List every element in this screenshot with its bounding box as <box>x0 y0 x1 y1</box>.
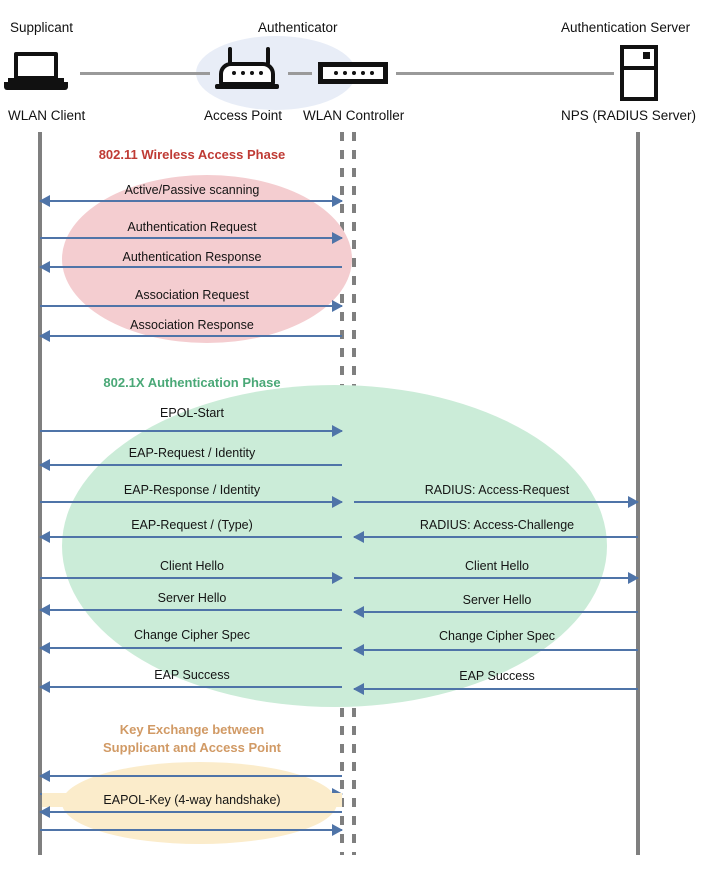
phase-highlight-80211 <box>62 175 352 343</box>
message-label: EPOL-Start <box>160 406 224 420</box>
message-arrow <box>40 572 343 584</box>
phase-label-key-exchange-line2: Supplicant and Access Point <box>103 740 281 755</box>
message-arrow <box>40 232 343 244</box>
message-arrow <box>353 531 638 543</box>
actor-device-nps-radius-server: NPS (RADIUS Server) <box>561 108 697 123</box>
phase-label-80211: 802.11 Wireless Access Phase <box>98 147 286 162</box>
actor-device-access-point: Access Point <box>204 108 283 123</box>
message-arrow <box>353 644 638 656</box>
message-label: EAP-Request / Identity <box>128 446 256 460</box>
message-label: Active/Passive scanning <box>124 183 260 197</box>
message-arrow <box>40 195 343 207</box>
message-label: Client Hello <box>160 559 224 573</box>
phase-highlight-8021x <box>62 385 607 707</box>
message-label: EAP-Request / (Type) <box>131 518 253 532</box>
message-label: Client Hello <box>465 559 529 573</box>
message-label: Authentication Request <box>127 220 257 234</box>
message-arrow <box>40 425 343 437</box>
message-label: Association Request <box>135 288 249 302</box>
message-label: Association Response <box>130 318 254 332</box>
actor-role-authentication-server: Authentication Server <box>561 20 691 35</box>
message-arrow <box>39 806 342 818</box>
message-arrow <box>39 330 342 342</box>
actor-role-supplicant: Supplicant <box>10 20 74 35</box>
message-label: RADIUS: Access-Request <box>424 483 570 497</box>
message-arrow <box>39 531 342 543</box>
message-arrow <box>354 496 639 508</box>
message-arrow <box>39 681 342 693</box>
message-label: Authentication Response <box>122 250 262 264</box>
phase-label-8021x: 802.1X Authentication Phase <box>103 375 281 390</box>
message-arrow <box>40 496 343 508</box>
actor-role-authenticator: Authenticator <box>258 20 338 35</box>
message-label: Server Hello <box>157 591 227 605</box>
message-arrow <box>353 606 638 618</box>
actor-device-wlan-controller: WLAN Controller <box>303 108 405 123</box>
message-label: Server Hello <box>462 593 532 607</box>
wire-ap-to-controller <box>288 72 312 75</box>
message-arrow <box>39 604 342 616</box>
wire-client-to-ap <box>80 72 210 75</box>
message-arrow <box>39 261 342 273</box>
message-label: EAP Success <box>459 669 535 683</box>
message-label: EAP-Response / Identity <box>123 483 261 497</box>
message-label: EAPOL-Key (4-way handshake) <box>42 793 342 807</box>
message-label: RADIUS: Access-Challenge <box>419 518 575 532</box>
message-arrow <box>39 459 342 471</box>
actor-device-wlan-client: WLAN Client <box>8 108 86 123</box>
message-arrow <box>40 300 343 312</box>
message-label: Change Cipher Spec <box>133 628 251 642</box>
lifeline-authentication-server <box>636 132 640 855</box>
message-label: EAP Success <box>154 668 230 682</box>
message-arrow <box>39 770 342 782</box>
phase-label-key-exchange-line1: Key Exchange between <box>119 722 265 737</box>
message-arrow <box>40 824 343 836</box>
message-label: Change Cipher Spec <box>438 629 556 643</box>
message-arrow <box>354 572 639 584</box>
wire-controller-to-server <box>396 72 614 75</box>
message-arrow <box>353 683 638 695</box>
message-arrow <box>39 642 342 654</box>
lifeline-supplicant <box>38 132 42 855</box>
